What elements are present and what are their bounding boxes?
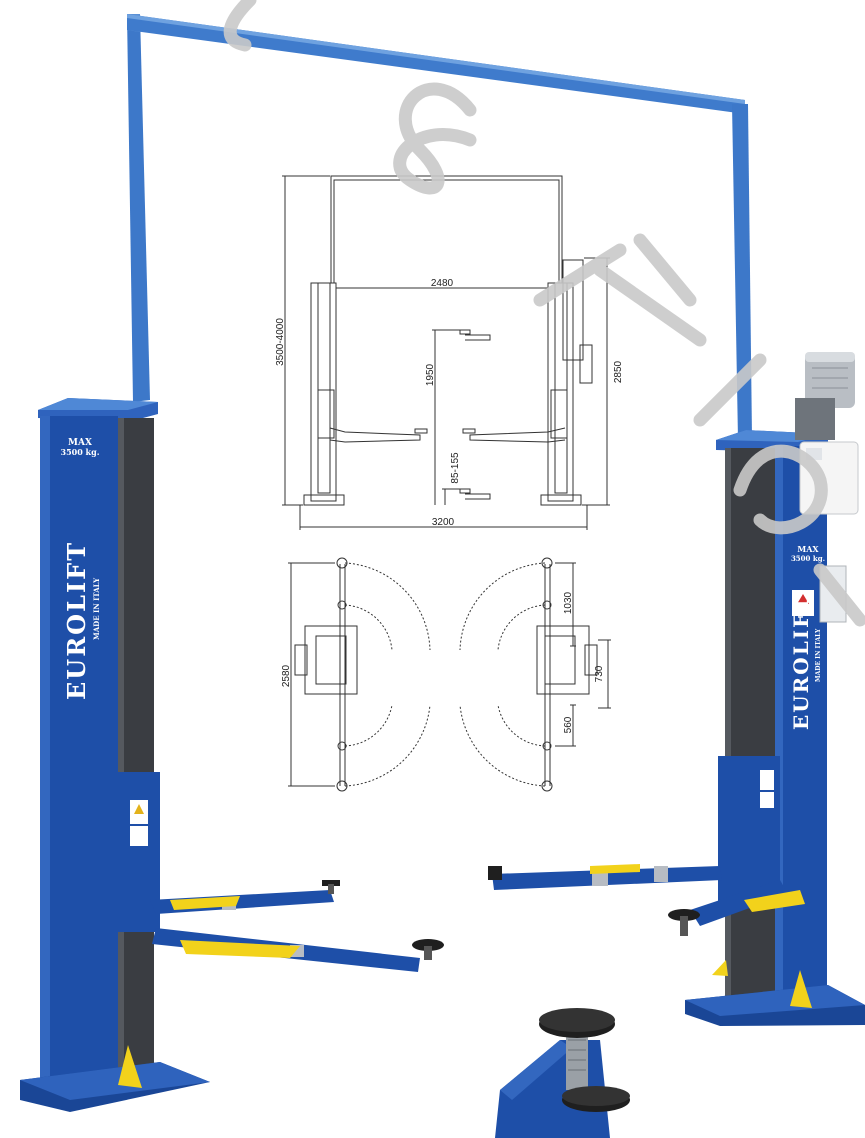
watermark-logo [223,0,865,627]
front-view-drawing [282,175,610,530]
top-view-dimensions: 2580 1030 730 560 [281,591,605,733]
svg-text:560: 560 [563,716,574,733]
svg-text:2580: 2580 [281,664,292,687]
svg-text:MAX: MAX [797,544,819,554]
left-post [20,398,210,1112]
svg-text:3500-4000: 3500-4000 [275,318,286,366]
right-post-logo: EUROLIFT MADE IN ITALY [789,595,822,730]
svg-text:3500 kg.: 3500 kg. [791,554,825,563]
svg-text:MAX: MAX [68,438,92,448]
right-post-capacity: MAX 3500 kg. [791,544,825,563]
overhead-beam [127,14,752,440]
left-post-logo: EUROLIFT MADE IN ITALY [62,541,101,700]
front-view-dimensions: 3500-4000 2480 1950 85-155 2850 3200 [275,278,624,528]
svg-text:EUROLIFT: EUROLIFT [62,541,91,700]
svg-text:3500 kg.: 3500 kg. [61,447,100,457]
svg-text:2850: 2850 [613,360,624,383]
right-post [685,430,865,1026]
svg-text:85-155: 85-155 [450,452,461,484]
svg-text:3200: 3200 [432,517,455,528]
svg-text:MADE IN ITALY: MADE IN ITALY [92,577,101,640]
svg-text:2480: 2480 [431,278,454,289]
left-lift-arms [150,880,444,972]
svg-text:EUROLIFT: EUROLIFT [789,595,813,730]
svg-text:1030: 1030 [563,591,574,614]
adjustable-pad-detail [495,1008,630,1138]
svg-text:MADE IN ITALY: MADE IN ITALY [815,628,822,682]
svg-text:1950: 1950 [425,363,436,386]
svg-text:730: 730 [594,665,605,682]
left-post-capacity: MAX 3500 kg. [61,438,100,457]
top-view-drawing [288,557,611,792]
right-lift-arms [488,864,805,936]
